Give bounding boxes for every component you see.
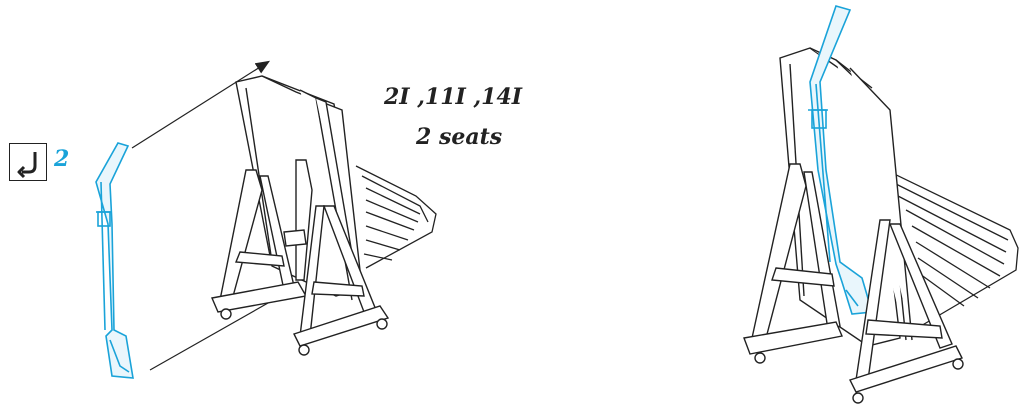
assembled-frame-legs (743, 163, 964, 404)
step-indicator-box (9, 143, 47, 181)
seat-cushion (355, 165, 437, 269)
left-scene (95, 60, 437, 379)
right-scene (743, 5, 1019, 404)
step-number: 2 (54, 146, 70, 172)
seat-codes-label: 2I ,11I ,14I (384, 84, 523, 110)
seat-count-label: 2 seats (416, 124, 503, 150)
detached-support-part (95, 142, 134, 379)
return-arrow-icon (17, 152, 37, 179)
seat-frame-legs (211, 159, 390, 356)
guide-arrow-top (131, 60, 271, 149)
